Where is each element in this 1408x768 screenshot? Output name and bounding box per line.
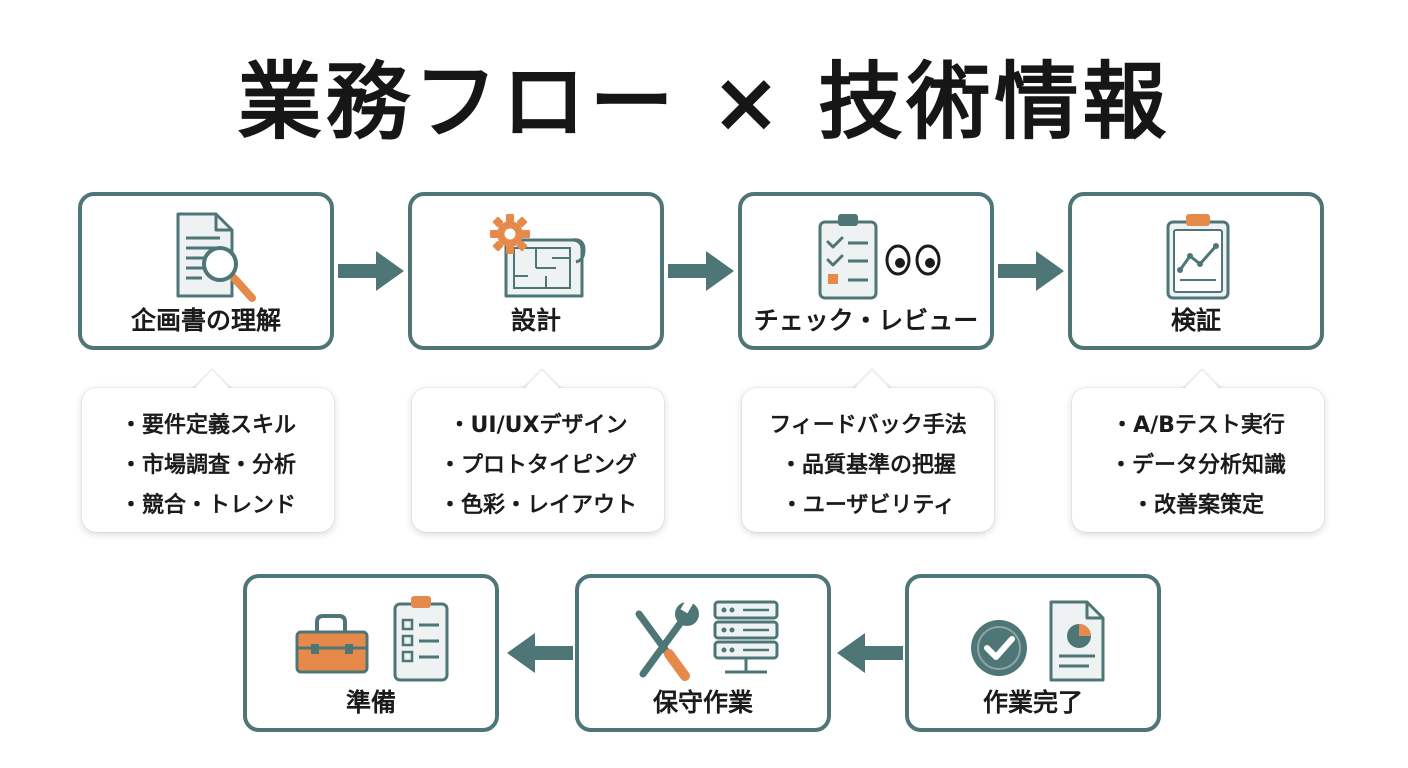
detail-bubble-review: フィードバック手法 ・品質基準の把握 ・ユーザビリティ xyxy=(742,368,994,532)
completion-icon xyxy=(971,600,1105,682)
detail-line: ・市場調査・分析 xyxy=(119,453,296,478)
toolbox-icon xyxy=(295,614,369,674)
detail-line: ・UI/UXデザイン xyxy=(448,413,628,438)
detail-line: ・改善案策定 xyxy=(1131,493,1264,518)
eyes-icon xyxy=(885,244,941,276)
step-label: 検証 xyxy=(1170,306,1221,335)
server-icon xyxy=(713,600,779,674)
step-label: 設計 xyxy=(510,306,561,335)
detail-line: ・プロトタイピング xyxy=(438,453,637,478)
design-icon xyxy=(490,214,586,298)
flow-arrow-left xyxy=(837,633,903,673)
document-search-icon xyxy=(176,212,256,302)
step-label: 保守作業 xyxy=(652,688,753,717)
detail-line: ・品質基準の把握 xyxy=(779,453,956,478)
step-work-complete: 作業完了 xyxy=(905,574,1161,732)
flow-arrow-left xyxy=(507,633,573,673)
step-preparation: 準備 xyxy=(243,574,499,732)
gear-icon xyxy=(490,214,530,254)
step-label: チェック・レビュー xyxy=(753,306,979,335)
review-icon xyxy=(818,214,941,300)
magnifier-icon xyxy=(202,246,256,302)
checklist-clipboard-icon xyxy=(393,596,449,682)
step-label: 作業完了 xyxy=(982,688,1083,717)
preparation-icon xyxy=(295,596,449,682)
step-label: 企画書の理解 xyxy=(130,306,281,335)
step-design: 設計 xyxy=(408,192,664,350)
flow-arrow-right xyxy=(998,251,1064,291)
step-label: 準備 xyxy=(345,688,396,717)
detail-line: ・データ分析知識 xyxy=(1109,453,1286,478)
detail-bubble-verification: ・A/Bテスト実行 ・データ分析知識 ・改善案策定 xyxy=(1072,368,1324,532)
detail-bubble-planning: ・要件定義スキル ・市場調査・分析 ・競合・トレンド xyxy=(82,368,334,532)
detail-line: ・色彩・レイアウト xyxy=(438,493,637,518)
detail-line: フィードバック手法 xyxy=(769,413,967,438)
step-verification: 検証 xyxy=(1068,192,1324,350)
detail-line: ・競合・トレンド xyxy=(119,493,296,518)
pie-report-icon xyxy=(1049,600,1105,682)
step-check-review: チェック・レビュー xyxy=(738,192,994,350)
blueprint-icon xyxy=(504,238,586,298)
wrench-screwdriver-icon xyxy=(635,597,699,681)
page-title: 業務フロー × 技術情報 xyxy=(237,53,1171,151)
flow-arrow-right xyxy=(338,251,404,291)
checklist-clipboard-icon xyxy=(818,214,878,300)
chart-clipboard-icon xyxy=(1166,214,1230,300)
flow-arrow-right xyxy=(668,251,734,291)
check-circle-icon xyxy=(971,620,1027,676)
maintenance-icon xyxy=(635,597,779,681)
step-maintenance: 保守作業 xyxy=(575,574,831,732)
detail-bubble-design: ・UI/UXデザイン ・プロトタイピング ・色彩・レイアウト xyxy=(412,368,664,532)
detail-line: ・要件定義スキル xyxy=(119,413,296,438)
step-planning-understanding: 企画書の理解 xyxy=(78,192,334,350)
detail-line: ・A/Bテスト実行 xyxy=(1111,413,1285,438)
detail-line: ・ユーザビリティ xyxy=(780,493,956,518)
